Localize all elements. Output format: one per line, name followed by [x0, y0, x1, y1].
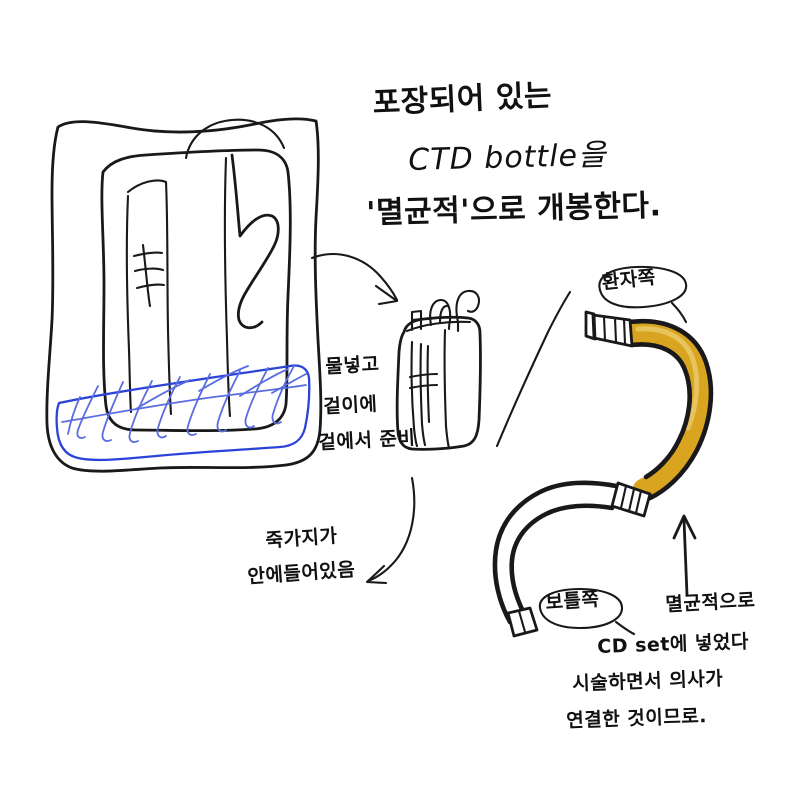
pouch-inner-bottle-outline [100, 148, 292, 433]
arrow-note-to-tube [672, 514, 697, 597]
small-bottle-hook-2 [455, 289, 481, 324]
pouch-figure [45, 117, 323, 473]
arrow-note-to-tube-shaft [682, 518, 689, 597]
pouch-outer-outline [45, 117, 323, 473]
bottle-label-tick-3 [135, 283, 166, 290]
liquid-hatch-12 [135, 379, 191, 410]
arrow-bottle-to-note-shaft [366, 476, 416, 583]
bottle-side-label-circle [538, 587, 624, 630]
arrow-bottle-to-note-head [365, 564, 388, 585]
liquid-hatch-2 [101, 381, 124, 442]
liquid-hatch-5 [186, 373, 211, 436]
small-bottle-inner-line-2 [419, 342, 427, 447]
tube-patient-connector [584, 310, 634, 348]
bottle-body-line-left [125, 194, 133, 414]
small-bottle-body [395, 315, 482, 451]
small-bottle-hook-1b [438, 304, 450, 324]
pouch-liquid-outline [55, 364, 311, 462]
liquid-hatch-9 [67, 396, 81, 435]
liquid-hatch-7 [244, 367, 269, 429]
bottle-label-tick-1 [132, 251, 164, 258]
tube-upper-inner-edge [629, 342, 692, 480]
bottle-body-line-left2 [126, 179, 173, 416]
arrow-note-to-tube-head [672, 514, 697, 540]
pouch-note-line-1: 물넣고 [324, 353, 380, 378]
arrow-bottle-to-note [365, 476, 416, 585]
tube-yellow-highlight [635, 326, 700, 431]
liquid-hatch-1 [76, 385, 99, 439]
arrow-pouch-to-bottle-head [374, 284, 399, 306]
liquid-hatch-10 [198, 365, 249, 392]
small-bottle-label-line [443, 328, 451, 450]
bottle-label-tick-2 [133, 267, 165, 273]
liquid-hatch-8 [271, 365, 295, 425]
tube-mid-connector [610, 481, 652, 518]
bottle-hook [230, 153, 280, 330]
pouch-note-line-2: 겉이에 [322, 393, 378, 418]
heading-line-1: 포장되어 있는 [371, 78, 553, 121]
patient-side-label-circle [598, 265, 688, 309]
bottle-side-label-tail [614, 620, 636, 636]
separator-diagonal-line [495, 290, 572, 448]
small-bottle-figure [395, 289, 482, 451]
tube-bottle-end-cap [506, 606, 539, 638]
tube-upper-outer-edge [627, 318, 714, 501]
liquid-hatch-6 [216, 370, 241, 433]
small-bottle-inner-line-3 [426, 344, 431, 424]
arrow-pouch-to-bottle-shaft [310, 253, 399, 302]
tube-yellow-segment [620, 320, 713, 502]
pouch-liquid-inner-line [61, 384, 307, 423]
bottle-body-line-right [223, 156, 232, 418]
pouch-hook-arc [184, 118, 286, 160]
tube-lower-inner-edge [509, 503, 615, 623]
tube-figure [492, 310, 714, 638]
small-bottle-band-2 [408, 383, 439, 390]
liquid-hatch-4 [156, 376, 181, 439]
tube-lower-outer-edge [492, 480, 619, 625]
heading-line-3: '멸균적'으로 개봉한다. [365, 188, 662, 231]
liquid-hatch-11 [239, 368, 289, 397]
small-bottle-neck-line [405, 320, 472, 333]
liquid-hatch-3 [128, 380, 153, 443]
patient-side-label-tail [670, 301, 688, 324]
heading-line-2: CTD bottle을 [407, 137, 608, 178]
small-bottle-cap-rect [410, 309, 423, 332]
small-bottle-inner-line-1 [410, 340, 419, 448]
bottle-label-stroke [141, 243, 152, 308]
arrow-pouch-to-bottle [310, 253, 399, 306]
small-bottle-band-1 [408, 372, 439, 379]
liquid-hatch-13 [271, 373, 307, 394]
label-bottle-side: 보틀쪽 [544, 588, 601, 614]
